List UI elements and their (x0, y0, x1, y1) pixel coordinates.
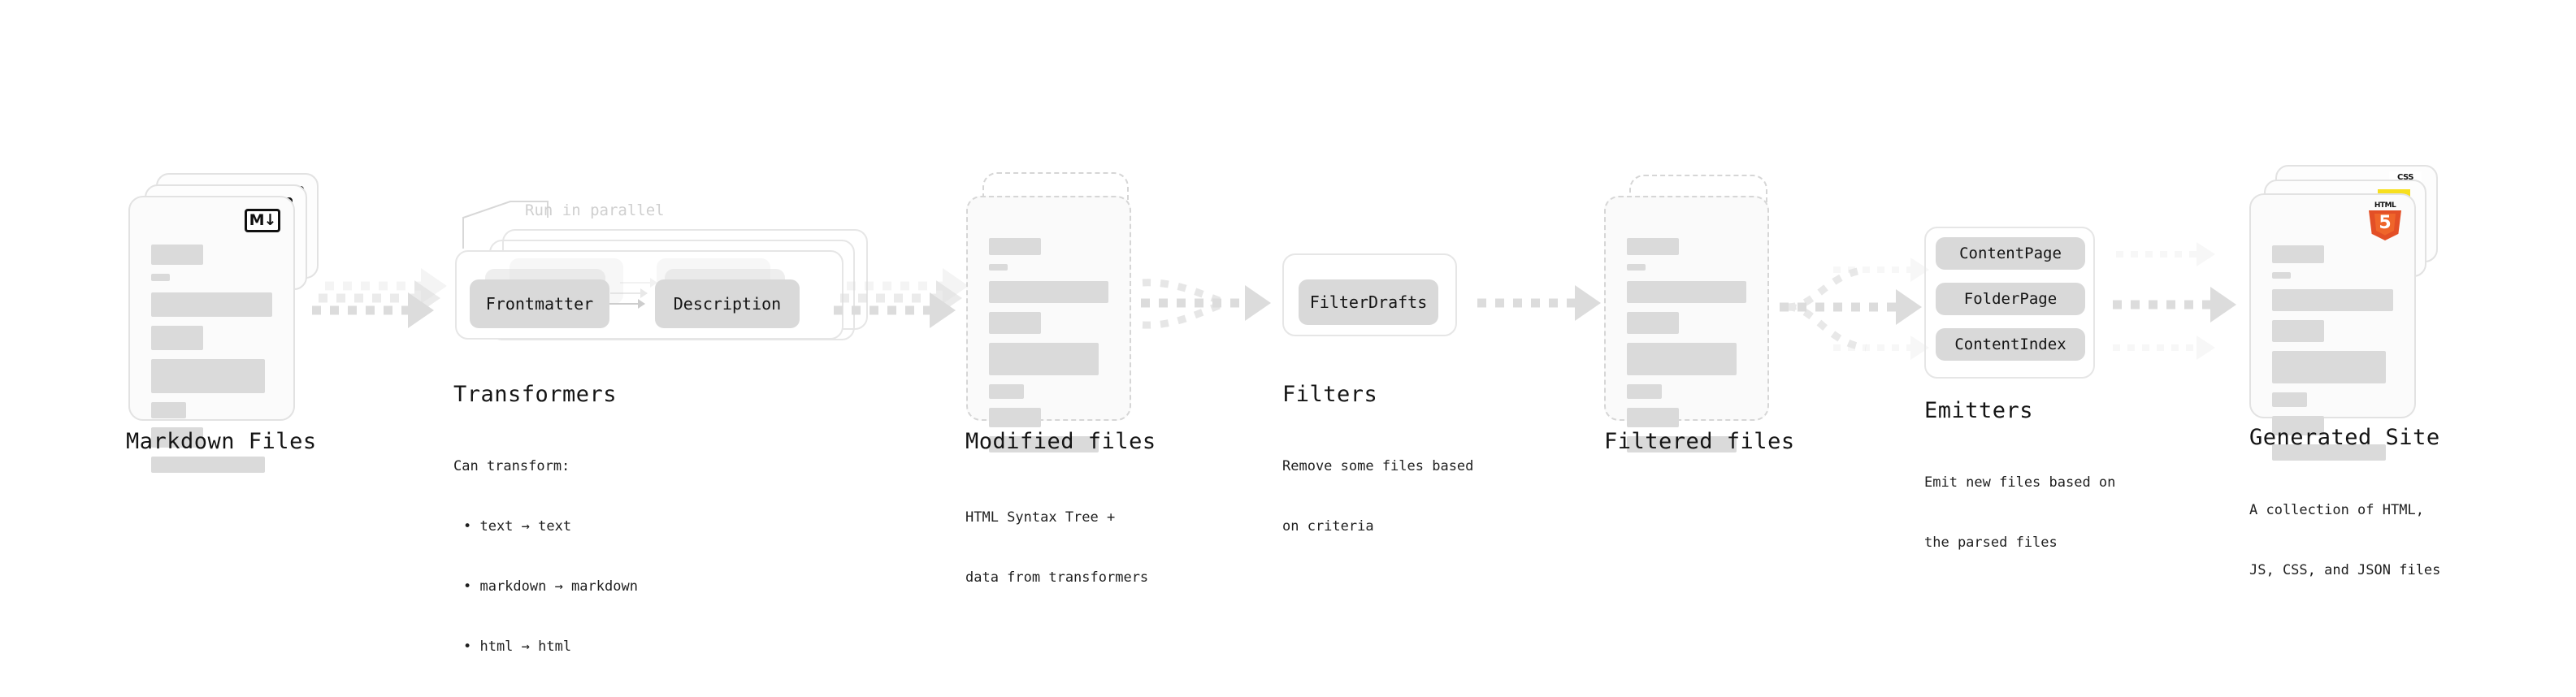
emitter-chip-contentpage-label: ContentPage (1959, 245, 2062, 262)
stage-title-transformers: Transformers (453, 382, 618, 407)
generated-site-subtitle-line-0: A collection of HTML, (2249, 502, 2424, 519)
run-in-parallel-bracket (462, 201, 549, 249)
stage-title-filters: Filters (1282, 382, 1378, 407)
markdown-placeholder-lines (151, 245, 272, 482)
html5-icon-digit: 5 (2379, 213, 2392, 233)
filters-subtitle-line-1: on criteria (1282, 518, 1374, 535)
transformers-subtitle-line-0: Can transform: (453, 458, 570, 475)
emitter-chip-folderpage-label: FolderPage (1963, 290, 2058, 308)
transformer-chip-description-label: Description (673, 294, 782, 314)
emitters-subtitle-line-1: the parsed files (1924, 535, 2058, 552)
stage-title-generated-site: Generated Site (2249, 425, 2440, 450)
filter-chip-filterdrafts-label: FilterDrafts (1309, 292, 1428, 312)
html5-icon: HTML 5 (2369, 201, 2401, 240)
markdown-badge-label-3: M↓ (245, 209, 280, 232)
transformers-subtitle: Can transform: • text → text • markdown … (453, 417, 638, 697)
html5-icon-label: HTML (2374, 201, 2396, 210)
markdown-icon: M↓ (245, 209, 280, 232)
emitter-chip-contentindex-label: ContentIndex (1954, 336, 2066, 353)
stage-title-modified-files: Modified files (965, 429, 1156, 454)
transformers-subtitle-line-3: • html → html (463, 639, 572, 656)
emitters-subtitle-line-0: Emit new files based on (1924, 474, 2116, 491)
filter-chip-filterdrafts[interactable]: FilterDrafts (1299, 279, 1438, 325)
filtered-card-front (1604, 196, 1769, 452)
transformer-chip-frontmatter-label: Frontmatter (485, 294, 594, 314)
modified-placeholder-lines (989, 238, 1108, 461)
emitters-subtitle: Emit new files based on the parsed files (1924, 433, 2115, 593)
emitter-chip-contentpage[interactable]: ContentPage (1936, 237, 2085, 270)
stage-title-filtered-files: Filtered files (1604, 429, 1795, 454)
stage-title-markdown-files: Markdown Files (126, 429, 317, 454)
generated-site-subtitle-line-1: JS, CSS, and JSON files (2249, 562, 2441, 579)
emitters-group-box (1924, 227, 2095, 379)
transformers-subtitle-line-1: • text → text (463, 518, 572, 535)
transformer-inner-arrow-1 (605, 299, 645, 309)
modified-card-front (966, 196, 1131, 452)
css3-icon-label: CSS (2397, 173, 2413, 182)
markdown-card-front: M↓ (128, 196, 295, 473)
transformer-chip-description[interactable]: Description (655, 279, 800, 328)
transformers-subtitle-line-2: • markdown → markdown (463, 578, 638, 595)
emitter-chip-folderpage[interactable]: FolderPage (1936, 283, 2085, 315)
filters-subtitle: Remove some files based on criteria (1282, 417, 1473, 577)
pipeline-diagram: M↓ M↓ M↓ Markdown Files (126, 165, 2440, 655)
modified-files-subtitle: HTML Syntax Tree + data from transformer… (965, 468, 1148, 628)
generated-site-subtitle: A collection of HTML, JS, CSS, and JSON … (2249, 461, 2440, 621)
stage-title-emitters: Emitters (1924, 398, 2034, 423)
modified-files-subtitle-line-1: data from transformers (965, 569, 1149, 587)
fan-out-curves (1787, 266, 1867, 352)
emitter-chip-contentindex[interactable]: ContentIndex (1936, 328, 2085, 361)
transformer-chip-frontmatter[interactable]: Frontmatter (470, 279, 609, 328)
run-in-parallel-label: Run in parallel (525, 201, 665, 219)
transformer-inner-arrow-3 (620, 278, 657, 288)
site-placeholder-lines (2272, 245, 2393, 470)
filters-subtitle-line-0: Remove some files based (1282, 458, 1474, 475)
filtered-placeholder-lines (1627, 238, 1746, 461)
transformer-inner-arrow-2 (610, 288, 648, 298)
filters-group-box (1282, 253, 1457, 336)
site-card-front: HTML 5 (2249, 193, 2416, 461)
modified-files-subtitle-line-0: HTML Syntax Tree + (965, 509, 1116, 526)
